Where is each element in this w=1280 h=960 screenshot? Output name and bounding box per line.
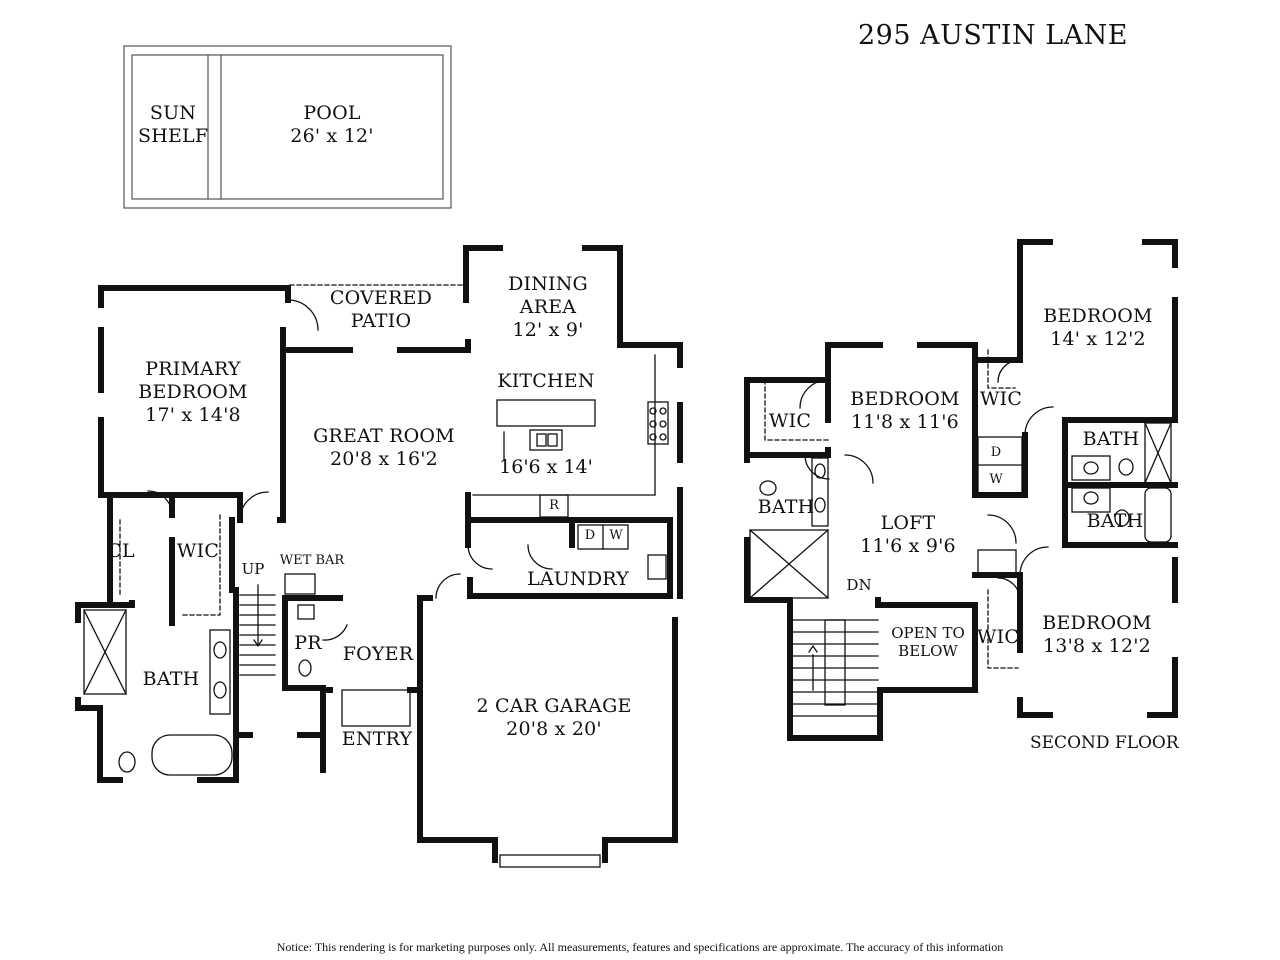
loft-name: LOFT xyxy=(880,512,936,534)
kitchen-label: KITCHEN xyxy=(497,370,595,392)
bedroom-se-name: BEDROOM xyxy=(1042,612,1152,634)
great-room-dimensions: 20'8 x 16'2 xyxy=(330,448,438,470)
open-line-2: BELOW xyxy=(898,642,958,660)
wic-ne-label: WIC xyxy=(979,388,1023,410)
dining-area-label: DINING AREA 12' x 9' xyxy=(488,273,608,342)
open-to-below-label: OPEN TO BELOW xyxy=(882,624,974,660)
bath-w-label: BATH xyxy=(757,496,815,518)
primary-line-2: BEDROOM xyxy=(138,381,248,403)
pool-label: POOL 26' x 12' xyxy=(282,102,382,148)
garage-label: 2 CAR GARAGE 20'8 x 20' xyxy=(464,695,644,741)
wet-bar-label: WET BAR xyxy=(279,553,345,568)
bedroom-ne-name: BEDROOM xyxy=(1043,305,1153,327)
laundry-washer-label: W xyxy=(609,528,623,543)
sun-shelf-label: SUN SHELF xyxy=(138,102,208,148)
bedroom-se-dimensions: 13'8 x 12'2 xyxy=(1043,635,1151,657)
bedroom-mid-label: BEDROOM 11'8 x 11'6 xyxy=(840,388,970,434)
covered-patio-line-1: COVERED xyxy=(329,287,433,309)
entry-label: ENTRY xyxy=(341,728,413,750)
pool-name: POOL xyxy=(303,102,361,124)
sun-shelf-line-2: SHELF xyxy=(138,125,209,147)
covered-patio-line-2: PATIO xyxy=(350,310,412,332)
covered-patio-label: COVERED PATIO xyxy=(320,287,442,333)
garage-dimensions: 20'8 x 20' xyxy=(506,718,602,740)
wic-left-label: WIC xyxy=(768,410,812,432)
first-floor-walls xyxy=(75,245,683,863)
stairs-up-label: UP xyxy=(241,560,265,578)
powder-room-label: PR xyxy=(294,632,322,654)
closet-label: CL xyxy=(107,540,135,562)
dining-dimensions: 12' x 9' xyxy=(512,319,584,341)
primary-wic-label: WIC xyxy=(176,540,220,562)
primary-line-1: PRIMARY xyxy=(145,358,241,380)
loft-dimensions: 11'6 x 9'6 xyxy=(860,535,956,557)
foyer-label: FOYER xyxy=(342,643,414,665)
sun-shelf-line-1: SUN xyxy=(149,102,197,124)
stairs-first-floor xyxy=(239,584,276,676)
dining-line-1: DINING xyxy=(508,273,588,295)
bedroom-se-label: BEDROOM 13'8 x 12'2 xyxy=(1032,612,1162,658)
second-floor-dryer-label: D xyxy=(990,445,1002,460)
primary-dimensions: 17' x 14'8 xyxy=(145,404,241,426)
second-floor-washer-label: W xyxy=(989,472,1003,487)
open-line-1: OPEN TO xyxy=(891,624,965,642)
loft-label: LOFT 11'6 x 9'6 xyxy=(848,512,968,558)
property-title: 295 AUSTIN LANE xyxy=(858,20,1129,51)
primary-bath-label: BATH xyxy=(142,668,200,690)
dining-line-2: AREA xyxy=(519,296,577,318)
second-floor-caption: SECOND FLOOR xyxy=(1030,733,1179,753)
disclaimer-notice: Notice: This rendering is for marketing … xyxy=(276,940,1004,954)
laundry-label: LAUNDRY xyxy=(527,568,629,590)
second-floor-details xyxy=(749,349,1172,717)
wic-se-label: WIC xyxy=(976,626,1020,648)
garage-name: 2 CAR GARAGE xyxy=(476,695,632,717)
bedroom-mid-dimensions: 11'8 x 11'6 xyxy=(851,411,959,433)
primary-bedroom-label: PRIMARY BEDROOM 17' x 14'8 xyxy=(128,358,258,427)
refrigerator-label: R xyxy=(549,498,559,513)
bath-e-label: BATH xyxy=(1086,510,1144,532)
pool-dimensions: 26' x 12' xyxy=(290,125,374,147)
pool-outline xyxy=(123,45,452,209)
bedroom-ne-dimensions: 14' x 12'2 xyxy=(1050,328,1146,350)
stairs-down-label: DN xyxy=(846,576,872,594)
bedroom-mid-name: BEDROOM xyxy=(850,388,960,410)
great-room-label: GREAT ROOM 20'8 x 16'2 xyxy=(304,425,464,471)
bath-ne-label: BATH xyxy=(1082,428,1140,450)
kitchen-dimensions: 16'6 x 14' xyxy=(499,456,593,478)
first-floor-details xyxy=(83,284,669,868)
second-floor-walls xyxy=(744,239,1178,741)
laundry-dryer-label: D xyxy=(584,528,596,543)
stairs-second-floor xyxy=(791,619,879,717)
great-room-name: GREAT ROOM xyxy=(313,425,455,447)
bedroom-ne-label: BEDROOM 14' x 12'2 xyxy=(1034,305,1162,351)
